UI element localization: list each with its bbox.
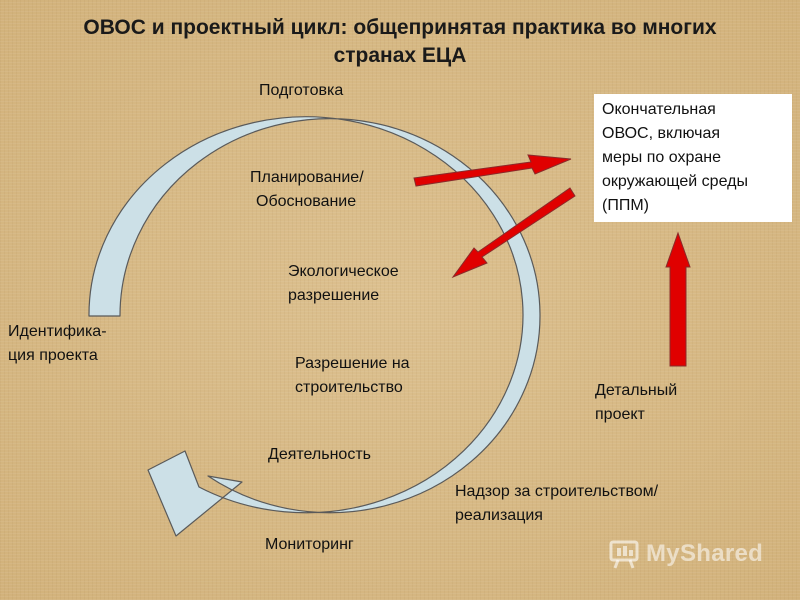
watermark: MyShared xyxy=(608,536,763,572)
label-monitoring: Мониторинг xyxy=(265,536,354,553)
watermark-text: MyShared xyxy=(646,540,764,567)
label-build-permit-line2: строительство xyxy=(295,379,403,396)
project-cycle-arrow xyxy=(88,116,541,537)
title-line-1: ОВОС и проектный цикл: общепринятая прак… xyxy=(83,16,717,39)
final-eia-line: (ППМ) xyxy=(602,197,649,214)
label-env-permit-line1: Экологическое xyxy=(288,263,399,280)
arrow-to-env-permit xyxy=(451,187,576,279)
label-supervision-line1: Надзор за строительством/ xyxy=(455,483,659,500)
final-eia-line: ОВОС, включая xyxy=(602,125,721,142)
title-line-2: странах ЕЦА xyxy=(333,44,467,67)
label-identification-line1: Идентифика- xyxy=(8,323,107,340)
label-build-permit-line1: Разрешение на xyxy=(295,355,410,372)
label-identification-line2: ция проекта xyxy=(8,347,98,364)
label-planning-line2: Обоснование xyxy=(256,193,357,210)
label-supervision-line2: реализация xyxy=(455,507,543,524)
arrow-up-from-detailed-project xyxy=(665,231,691,367)
label-planning-line1: Планирование/ xyxy=(250,169,364,186)
final-eia-line: меры по охране xyxy=(602,149,721,166)
arrow-to-final-eia xyxy=(413,154,572,187)
slide-title: ОВОС и проектный цикл: общепринятая прак… xyxy=(0,14,800,70)
label-detailed-project-line2: проект xyxy=(595,406,645,423)
final-eia-box: Окончательная ОВОС, включая меры по охра… xyxy=(594,94,792,222)
label-activity: Деятельность xyxy=(268,446,371,463)
presentation-board-icon xyxy=(609,540,639,569)
final-eia-line: окружающей среды xyxy=(602,173,748,190)
final-eia-line: Окончательная xyxy=(602,101,716,118)
label-preparation: Подготовка xyxy=(259,82,344,99)
label-env-permit-line2: разрешение xyxy=(288,287,380,304)
label-detailed-project-line1: Детальный xyxy=(595,382,678,399)
